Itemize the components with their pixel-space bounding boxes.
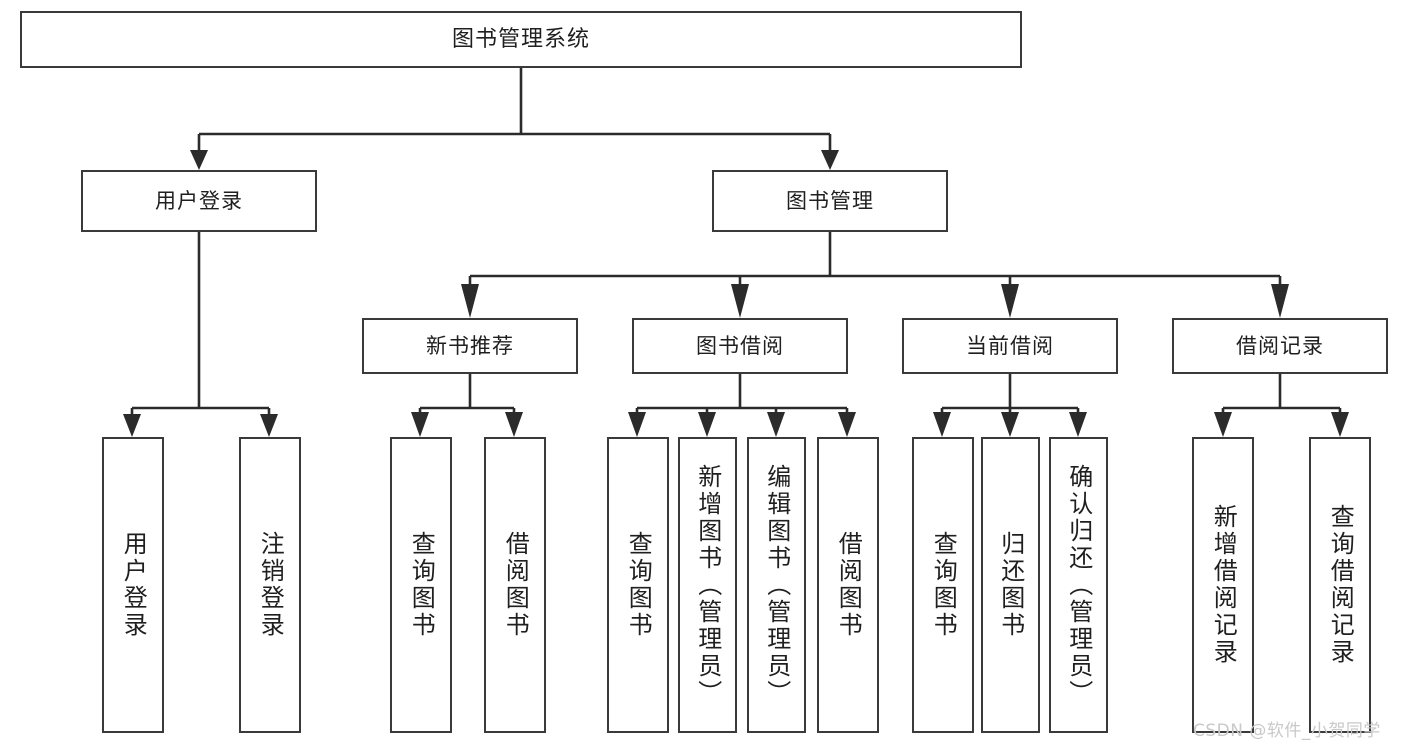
node-label: 借阅记录 xyxy=(1236,333,1324,358)
node-label: 用户登录 xyxy=(119,531,148,639)
leaf-query-borrow-record[interactable]: 查询借阅记录 xyxy=(1309,437,1371,733)
leaf-confirm-return-admin[interactable]: 确认归还（管理员） xyxy=(1049,437,1108,733)
node-root-system[interactable]: 图书管理系统 xyxy=(20,11,1022,68)
node-label: 用户登录 xyxy=(155,188,243,213)
node-borrow-record[interactable]: 借阅记录 xyxy=(1172,318,1388,374)
node-book-management[interactable]: 图书管理 xyxy=(712,170,948,232)
leaf-query-book-recommend[interactable]: 查询图书 xyxy=(390,437,452,733)
leaf-add-book-admin[interactable]: 新增图书（管理员） xyxy=(678,437,737,733)
leaf-borrow-book-recommend[interactable]: 借阅图书 xyxy=(484,437,546,733)
node-label: 查询图书 xyxy=(624,531,653,639)
leaf-logout[interactable]: 注销登录 xyxy=(239,437,301,733)
leaf-borrow-book[interactable]: 借阅图书 xyxy=(817,437,879,733)
node-current-borrow[interactable]: 当前借阅 xyxy=(902,318,1118,374)
node-label: 新增图书（管理员） xyxy=(693,463,722,707)
node-label: 新增借阅记录 xyxy=(1209,504,1238,666)
node-label: 图书管理 xyxy=(786,188,874,213)
node-new-book-recommend[interactable]: 新书推荐 xyxy=(362,318,578,374)
node-label: 图书管理系统 xyxy=(451,26,590,52)
node-label: 注销登录 xyxy=(256,531,285,639)
node-label: 新书推荐 xyxy=(426,333,514,358)
node-label: 借阅图书 xyxy=(501,531,530,639)
node-label: 归还图书 xyxy=(996,531,1025,639)
csdn-watermark: CSDN @软件_小贺同学 xyxy=(1193,721,1381,741)
leaf-user-login[interactable]: 用户登录 xyxy=(102,437,164,733)
node-label: 查询借阅记录 xyxy=(1326,504,1355,666)
node-label: 借阅图书 xyxy=(834,531,863,639)
leaf-query-book-borrow[interactable]: 查询图书 xyxy=(607,437,669,733)
node-book-borrow[interactable]: 图书借阅 xyxy=(632,318,848,374)
node-label: 查询图书 xyxy=(929,531,958,639)
node-label: 编辑图书（管理员） xyxy=(762,463,791,707)
node-label: 当前借阅 xyxy=(966,333,1054,358)
leaf-return-book[interactable]: 归还图书 xyxy=(981,437,1040,733)
node-label: 图书借阅 xyxy=(696,333,784,358)
leaf-add-borrow-record[interactable]: 新增借阅记录 xyxy=(1192,437,1254,733)
leaf-edit-book-admin[interactable]: 编辑图书（管理员） xyxy=(747,437,806,733)
leaf-query-book-current[interactable]: 查询图书 xyxy=(912,437,974,733)
node-label: 确认归还（管理员） xyxy=(1064,463,1093,707)
node-label: 查询图书 xyxy=(407,531,436,639)
node-user-login[interactable]: 用户登录 xyxy=(81,170,317,232)
